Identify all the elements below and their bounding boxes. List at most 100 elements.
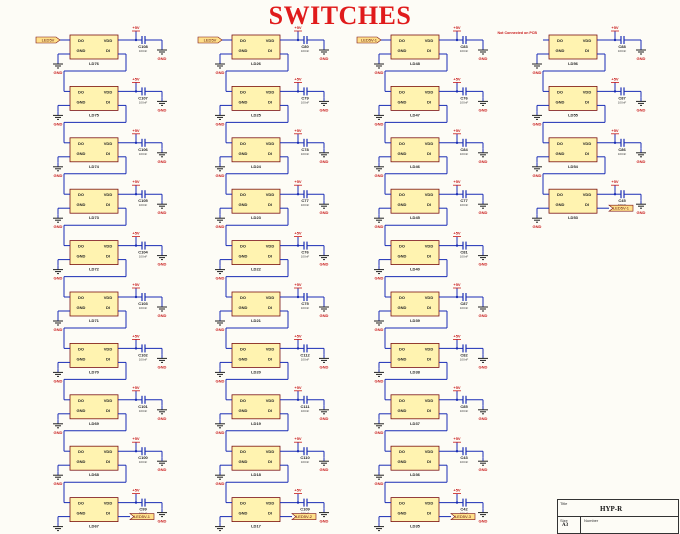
ground-label: GND [375, 276, 384, 281]
led-designator: LD36 [410, 472, 421, 477]
pin-label-gnd: GND [239, 48, 248, 53]
power-label: +5V [132, 385, 140, 390]
pin-label-gnd: GND [556, 202, 565, 207]
pin-label-vdd: VDD [425, 38, 434, 43]
ground-label: GND [320, 159, 329, 164]
ground-label: GND [375, 378, 384, 383]
pin-label-vdd: VDD [266, 398, 275, 403]
pin-label-vdd: VDD [425, 192, 434, 197]
cap-value: 100nF [139, 460, 148, 464]
cap-value: 100nF [139, 409, 148, 413]
ground-label: GND [54, 430, 63, 435]
pin-label-do: DO [240, 295, 246, 300]
pin-label-gnd: GND [556, 151, 565, 156]
pin-label-di: DI [268, 48, 272, 53]
pin-label-do: DO [240, 89, 246, 94]
pin-label-vdd: VDD [266, 295, 275, 300]
power-label: +5V [132, 436, 140, 441]
ground-label: GND [320, 313, 329, 318]
led-designator: LD75 [89, 112, 100, 117]
pin-label-vdd: VDD [266, 141, 275, 146]
led-designator: LD45 [410, 215, 421, 220]
ground-label: GND [320, 416, 329, 421]
pin-label-vdd: VDD [104, 89, 113, 94]
pin-label-gnd: GND [239, 356, 248, 361]
pin-label-vdd: VDD [104, 501, 113, 506]
led-designator: LD40 [410, 267, 421, 272]
ground-label: GND [54, 378, 63, 383]
power-label: +5V [132, 333, 140, 338]
ground-label: GND [216, 224, 225, 229]
pin-label-vdd: VDD [104, 398, 113, 403]
pin-label-di: DI [427, 408, 431, 413]
led-designator: LD76 [89, 61, 100, 66]
pin-label-do: DO [240, 346, 246, 351]
pin-label-do: DO [399, 244, 405, 249]
pin-label-gnd: GND [556, 48, 565, 53]
pin-label-gnd: GND [398, 305, 407, 310]
pin-label-do: DO [399, 141, 405, 146]
cap-value: 100nF [618, 100, 627, 104]
pin-label-vdd: VDD [104, 141, 113, 146]
pin-label-gnd: GND [239, 305, 248, 310]
power-label: +5V [294, 488, 302, 493]
pin-label-do: DO [78, 192, 84, 197]
pin-label-gnd: GND [239, 202, 248, 207]
ground-label: GND [158, 364, 167, 369]
ground-label: GND [375, 224, 384, 229]
led-designator: LD54 [568, 164, 579, 169]
ground-label: GND [320, 364, 329, 369]
ground-label: GND [54, 327, 63, 332]
led-designator: LD35 [410, 524, 421, 529]
cap-value: 100nF [460, 152, 469, 156]
cap-value: 100nF [460, 460, 469, 464]
pin-label-di: DI [427, 459, 431, 464]
pin-label-di: DI [427, 254, 431, 259]
net-port-label: LED5V-1 [134, 514, 151, 519]
pin-label-di: DI [268, 254, 272, 259]
ground-label: GND [216, 481, 225, 486]
pin-label-vdd: VDD [104, 449, 113, 454]
pin-label-gnd: GND [77, 254, 86, 259]
ground-label: GND [375, 430, 384, 435]
ground-label: GND [54, 173, 63, 178]
ground-label: GND [216, 121, 225, 126]
ground-label: GND [158, 56, 167, 61]
pin-label-di: DI [585, 151, 589, 156]
net-port-label: LED5V-2 [296, 514, 313, 519]
pin-label-vdd: VDD [583, 38, 592, 43]
pin-label-di: DI [427, 202, 431, 207]
pin-label-gnd: GND [77, 202, 86, 207]
pin-label-di: DI [106, 48, 110, 53]
pin-label-di: DI [268, 356, 272, 361]
pin-label-di: DI [585, 99, 589, 104]
power-label: +5V [132, 128, 140, 133]
pin-label-gnd: GND [398, 356, 407, 361]
power-label: +5V [611, 128, 619, 133]
ground-label: GND [216, 276, 225, 281]
pin-label-do: DO [78, 398, 84, 403]
pin-label-gnd: GND [239, 511, 248, 516]
cap-value: 100nF [460, 100, 469, 104]
pin-label-gnd: GND [77, 459, 86, 464]
ground-label: GND [375, 173, 384, 178]
cap-value: 100nF [301, 460, 310, 464]
title-label: Title [560, 501, 567, 506]
power-label: +5V [294, 333, 302, 338]
power-label: +5V [453, 179, 461, 184]
led-designator: LD23 [251, 215, 262, 220]
pin-label-do: DO [557, 89, 563, 94]
power-label: +5V [611, 76, 619, 81]
pin-label-di: DI [268, 202, 272, 207]
ground-label: GND [216, 327, 225, 332]
pin-label-gnd: GND [398, 48, 407, 53]
pin-label-gnd: GND [77, 356, 86, 361]
ground-label: GND [158, 107, 167, 112]
pin-label-do: DO [399, 398, 405, 403]
ground-label: GND [320, 107, 329, 112]
ground-label: GND [533, 224, 542, 229]
pin-label-vdd: VDD [104, 295, 113, 300]
pin-label-do: DO [399, 449, 405, 454]
cap-value: 100nF [139, 203, 148, 207]
